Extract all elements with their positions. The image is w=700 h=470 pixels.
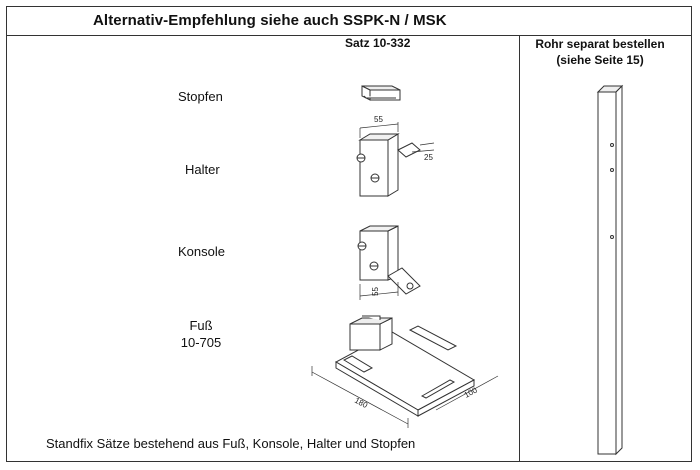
halter-drawing xyxy=(356,122,435,197)
fuss-drawing xyxy=(311,315,499,428)
footer-note: Standfix Sätze bestehend aus Fuß, Konsol… xyxy=(46,436,416,451)
set-title: Satz 10-332 xyxy=(345,36,411,50)
fuss-length-dim: 180 xyxy=(353,396,369,410)
label-halter: Halter xyxy=(185,162,220,177)
konsole-width-dim: 55 xyxy=(371,287,380,296)
stopfen-drawing xyxy=(361,85,401,101)
halter-depth-dim: 25 xyxy=(424,153,433,162)
label-fuss-name: Fuß xyxy=(189,318,213,333)
halter-width-dim: 55 xyxy=(374,115,383,124)
rohr-drawing xyxy=(596,84,624,456)
rohr-note-line2: (siehe Seite 15) xyxy=(556,53,644,67)
catalog-panel: Alternativ-Empfehlung siehe auch SSPK-N … xyxy=(6,6,692,462)
rohr-note: Rohr separat bestellen (siehe Seite 15) xyxy=(515,36,685,68)
rohr-note-line1: Rohr separat bestellen xyxy=(535,37,665,51)
konsole-drawing xyxy=(357,225,421,300)
label-konsole: Konsole xyxy=(178,244,225,259)
header-bar: Alternativ-Empfehlung siehe auch SSPK-N … xyxy=(7,7,691,36)
label-fuss-number: 10-705 xyxy=(180,335,222,350)
header-title: Alternativ-Empfehlung siehe auch SSPK-N … xyxy=(93,12,447,29)
column-divider xyxy=(519,35,520,462)
label-stopfen: Stopfen xyxy=(178,89,223,104)
label-fuss: Fuß 10-705 xyxy=(175,317,227,351)
